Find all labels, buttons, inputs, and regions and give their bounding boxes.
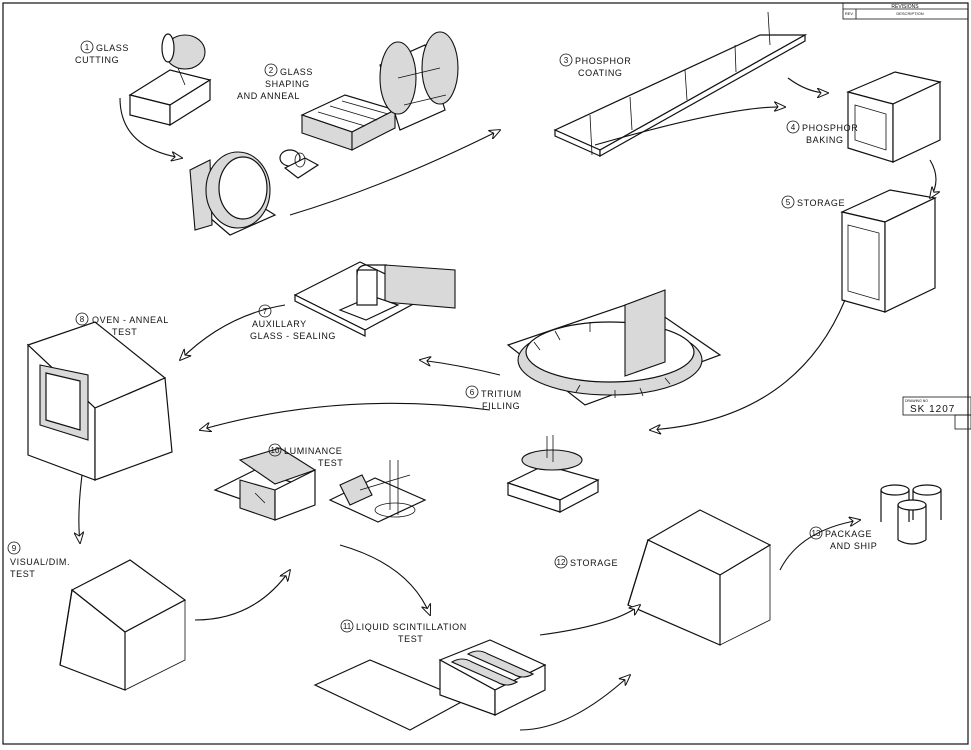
revisions-rev-header: REV bbox=[845, 11, 854, 16]
step-label-text: VISUAL/DIM. bbox=[10, 557, 70, 567]
step-label-text: STORAGE bbox=[797, 198, 845, 208]
step-label-text: AUXILLARY bbox=[252, 319, 307, 329]
step-label-text: FILLING bbox=[482, 401, 520, 411]
step-label-text: SHAPING bbox=[265, 79, 310, 89]
glass-sealing-bench bbox=[295, 262, 455, 336]
step-label-text: PHOSPHOR bbox=[575, 56, 631, 66]
step-5-label: 5 STORAGE bbox=[782, 196, 845, 208]
drawing-number-label: DRAWING NO bbox=[905, 399, 928, 403]
storage-hood bbox=[628, 510, 770, 645]
step-number: 13 bbox=[812, 529, 821, 538]
package-containers bbox=[881, 485, 941, 544]
step-2-label: 2 GLASS SHAPING AND ANNEAL bbox=[237, 64, 313, 101]
step-number: 3 bbox=[564, 56, 569, 65]
step-number: 2 bbox=[269, 66, 274, 75]
step-label-text: TEST bbox=[398, 634, 423, 644]
step-11-label: 11 LIQUID SCINTILLATION TEST bbox=[341, 620, 467, 644]
step-number: 1 bbox=[85, 43, 90, 52]
step-label-text: AND SHIP bbox=[830, 541, 877, 551]
step-label-text: TEST bbox=[112, 327, 137, 337]
step-label-text: GLASS bbox=[280, 67, 313, 77]
step-6-label: 6 TRITIUM FILLING bbox=[466, 386, 522, 411]
step-number: 12 bbox=[557, 558, 566, 567]
step-label-text: CUTTING bbox=[75, 55, 119, 65]
step-label-text: COATING bbox=[578, 68, 623, 78]
visual-test-hood bbox=[60, 560, 185, 690]
step-label-text: PACKAGE bbox=[825, 529, 872, 539]
step-label-text: GLASS - SEALING bbox=[250, 331, 336, 341]
step-label-text: LUMINANCE bbox=[284, 446, 342, 456]
step-12-label: 12 STORAGE bbox=[555, 556, 618, 568]
step-label-text: STORAGE bbox=[570, 558, 618, 568]
step-9-label: 9 VISUAL/DIM. TEST bbox=[8, 542, 70, 579]
step-number: 8 bbox=[80, 315, 85, 324]
scintillation-table bbox=[315, 640, 545, 730]
phosphor-coating-bench bbox=[555, 12, 805, 156]
step-number: 10 bbox=[271, 446, 280, 455]
step-label-text: TRITIUM bbox=[481, 389, 522, 399]
step-number: 5 bbox=[786, 198, 791, 207]
revisions-block: REVISIONS REV DESCRIPTION bbox=[843, 3, 968, 19]
step-label-text: OVEN - ANNEAL bbox=[92, 315, 169, 325]
step-label-text: TEST bbox=[318, 458, 343, 468]
step-1-label: 1 GLASS CUTTING bbox=[75, 41, 129, 65]
step-label-text: GLASS bbox=[96, 43, 129, 53]
luminance-test-blocks bbox=[215, 448, 315, 520]
glass-shaping-fixture bbox=[302, 95, 395, 150]
phosphor-baking-oven bbox=[848, 72, 940, 162]
drawing-number-block: DRAWING NO SK 1207 bbox=[903, 397, 971, 429]
step-number: 4 bbox=[791, 123, 796, 132]
step-label-text: TEST bbox=[10, 569, 35, 579]
step-number: 7 bbox=[263, 307, 268, 316]
storage-cabinet bbox=[842, 190, 935, 312]
step-number: 6 bbox=[470, 388, 475, 397]
tritium-filling-ring bbox=[508, 290, 720, 405]
step-label-text: BAKING bbox=[806, 135, 844, 145]
step-label-text: PHOSPHOR bbox=[802, 123, 858, 133]
step-3-label: 3 PHOSPHOR COATING bbox=[560, 54, 631, 78]
revisions-description-header: DESCRIPTION bbox=[896, 11, 923, 16]
step-label-text: AND ANNEAL bbox=[237, 91, 300, 101]
revisions-title: REVISIONS bbox=[891, 4, 919, 10]
glass-cutting-machine bbox=[130, 34, 210, 125]
step-13-label: 13 PACKAGE AND SHIP bbox=[810, 527, 877, 551]
step-label-text: LIQUID SCINTILLATION bbox=[356, 622, 467, 632]
step-number: 9 bbox=[12, 544, 17, 553]
luminance-meter-stand bbox=[330, 460, 425, 522]
tritium-fill-fixture bbox=[508, 435, 598, 512]
glass-ring-sections bbox=[190, 150, 318, 235]
oven-anneal-enclosure bbox=[28, 322, 172, 480]
drawing-number: SK 1207 bbox=[910, 404, 955, 415]
step-number: 11 bbox=[343, 622, 352, 631]
